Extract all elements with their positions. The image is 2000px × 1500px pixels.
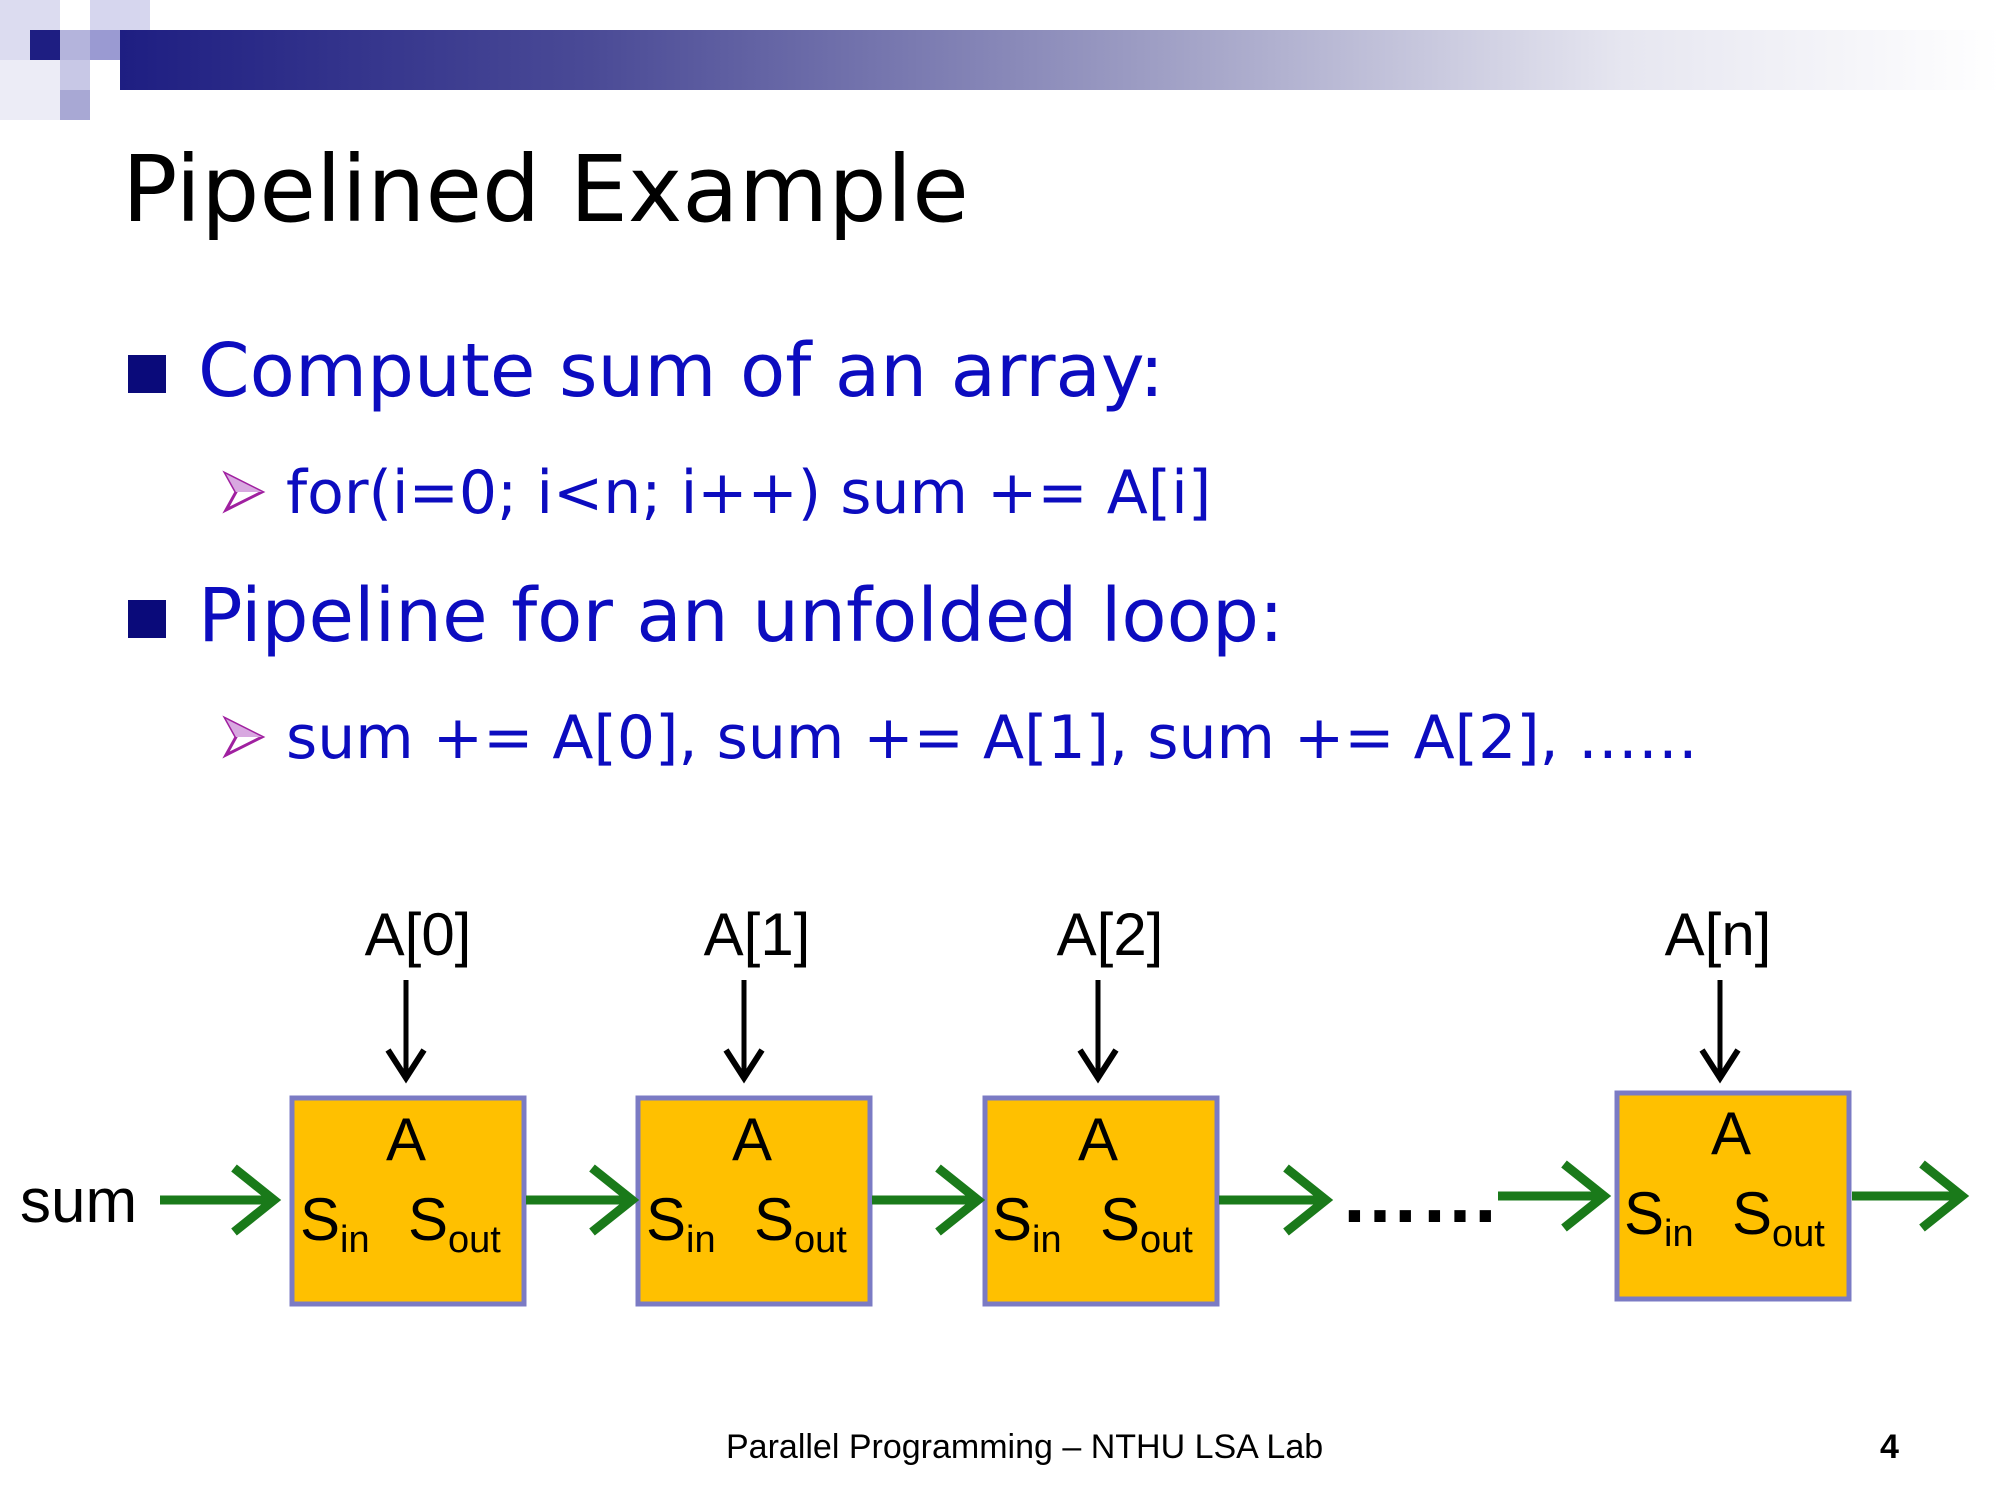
stage-name: A — [1711, 1100, 1751, 1167]
stage-box — [635, 1095, 873, 1307]
bullet-2-sub-text: sum += A[0], sum += A[1], sum += A[2], …… — [286, 703, 1698, 773]
square-bullet-icon — [128, 355, 166, 393]
flow-arrow-icon — [1852, 1160, 1970, 1232]
input-arrowhead-icon — [723, 1048, 765, 1084]
flow-arrow-icon — [1498, 1160, 1612, 1232]
stage-input-label: A[2] — [1057, 901, 1164, 968]
input-arrowhead-icon — [385, 1048, 427, 1084]
sum-input-label: sum — [20, 1167, 137, 1236]
slide-title: Pipelined Example — [122, 136, 969, 243]
flow-arrows — [160, 1160, 1970, 1236]
stage-name: A — [1078, 1106, 1118, 1173]
s-out-label: Sout — [408, 1186, 501, 1261]
triangle-arrow-bullet-icon — [222, 470, 266, 514]
input-arrowhead-icon — [1077, 1048, 1119, 1084]
s-in-label: Sin — [300, 1186, 370, 1261]
stage-box — [1614, 1090, 1852, 1302]
flow-arrow-icon — [160, 1164, 282, 1236]
flow-arrow-icon — [526, 1164, 640, 1236]
triangle-arrow-bullet-icon — [222, 715, 266, 759]
ellipsis-label: …… — [1340, 1150, 1500, 1239]
bullet-1-text: Compute sum of an array: — [198, 328, 1165, 414]
flow-arrow-icon — [872, 1164, 986, 1236]
stage-input-label: A[0] — [365, 901, 472, 968]
title-gradient-bar — [120, 30, 2000, 90]
s-in-label: Sin — [646, 1186, 716, 1261]
stage-name: A — [386, 1106, 426, 1173]
bullet-2-text: Pipeline for an unfolded loop: — [198, 573, 1284, 659]
pipeline-stage: A[2] A Sin Sout — [982, 901, 1220, 1307]
bullet-1-sub-text: for(i=0; i<n; i++) sum += A[i] — [286, 458, 1212, 528]
page-number: 4 — [1880, 1428, 1899, 1466]
s-in-label: Sin — [992, 1186, 1062, 1261]
s-out-label: Sout — [1100, 1186, 1193, 1261]
stage-name: A — [732, 1106, 772, 1173]
square-bullet-icon — [128, 600, 166, 638]
stage-box — [289, 1095, 527, 1307]
stage-input-label: A[1] — [704, 901, 811, 968]
s-in-label: Sin — [1624, 1180, 1694, 1255]
s-out-label: Sout — [754, 1186, 847, 1261]
input-arrowhead-icon — [1699, 1048, 1741, 1084]
s-out-label: Sout — [1732, 1180, 1825, 1255]
footer-text: Parallel Programming – NTHU LSA Lab — [726, 1428, 1324, 1466]
stage-box — [982, 1095, 1220, 1307]
pipeline-stage: A[0] A Sin Sout — [289, 901, 527, 1307]
pipeline-stage: A[n] A Sin Sout — [1614, 901, 1852, 1302]
flow-arrow-icon — [1219, 1164, 1334, 1236]
stage-input-label: A[n] — [1665, 901, 1772, 968]
pipeline-stage: A[1] A Sin Sout — [635, 901, 873, 1307]
